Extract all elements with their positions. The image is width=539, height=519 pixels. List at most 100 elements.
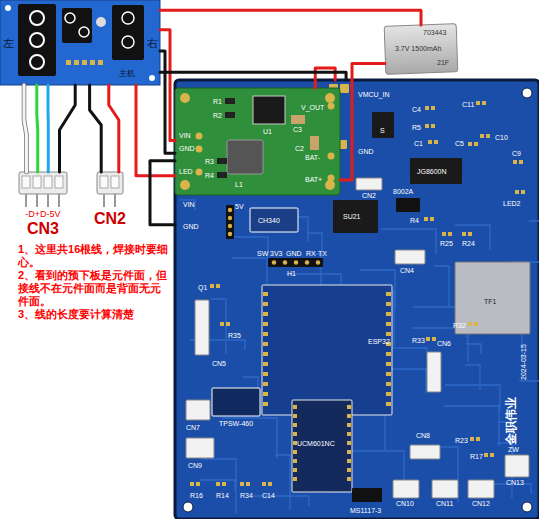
component: [410, 158, 462, 184]
pin: [386, 302, 391, 306]
pad: [240, 482, 244, 486]
board-outline: [0, 0, 160, 85]
connector-slot: [44, 176, 52, 188]
silkscreen-label: R14: [216, 492, 229, 499]
pad: [98, 60, 103, 65]
wire: [160, 72, 346, 80]
wire: [24, 85, 27, 172]
component: [455, 262, 530, 334]
resistor: [217, 158, 227, 164]
pin: [293, 450, 297, 454]
silkscreen-label: 3V3: [270, 250, 282, 257]
pin: [386, 292, 391, 296]
mount-hole: [522, 88, 532, 98]
silkscreen-label: RX: [306, 250, 316, 257]
switch-terminal: [30, 11, 44, 25]
silkscreen-label: C11: [462, 101, 474, 108]
component: [427, 352, 441, 392]
pad: [468, 142, 472, 146]
board-label: 左: [3, 37, 14, 49]
switch-knob: [95, 16, 107, 28]
pad: [513, 160, 517, 164]
pad: [74, 60, 79, 65]
silkscreen-label: SU21: [343, 213, 361, 220]
connector-drawing: [19, 172, 67, 207]
pad-label: VIN: [179, 132, 191, 140]
pad: [442, 232, 446, 236]
pin: [263, 382, 268, 386]
silkscreen-label: CN2: [362, 192, 376, 199]
silkscreen-label: TX: [318, 250, 327, 257]
pad: [482, 101, 486, 105]
pad: [180, 180, 190, 190]
component: [432, 480, 458, 498]
connector-slot: [100, 176, 108, 188]
silkscreen-label: CN6: [437, 340, 451, 347]
connector-slot: [55, 176, 63, 188]
pad: [425, 124, 429, 128]
note: 1、这里共16根线，焊接时要细心。: [18, 243, 170, 269]
connector-pin: [103, 194, 105, 207]
pad: [476, 101, 480, 105]
pin: [347, 459, 351, 463]
component: [356, 178, 382, 190]
pin: [347, 450, 351, 454]
connector-pin: [25, 194, 27, 207]
pad: [226, 322, 230, 326]
pad: [328, 153, 335, 160]
switch-terminal: [65, 13, 75, 23]
charger-module: VINGNDLEDU1L1C2C3R1R2R3R4V_OUTBAT-BAT+: [175, 88, 340, 195]
wire-outline: [24, 85, 27, 172]
header-pin: [283, 260, 287, 264]
pad: [196, 146, 203, 153]
pad: [470, 437, 474, 441]
silkscreen-label: CN11: [436, 500, 453, 507]
pin: [263, 312, 268, 316]
pad: [431, 124, 435, 128]
silkscreen-text: 2024-03-15: [520, 344, 528, 380]
pad: [430, 217, 434, 221]
component: [262, 285, 392, 415]
wire: [160, 30, 175, 141]
pad: [180, 93, 190, 103]
silkscreen-label: H1: [287, 270, 296, 277]
pin: [263, 292, 268, 296]
switch-board-drawing: [0, 0, 160, 85]
header-pin: [228, 232, 232, 236]
pin: [386, 382, 391, 386]
silkscreen-label: C5: [455, 140, 464, 147]
battery: 7034433.7V 1500mAh21F: [385, 25, 457, 73]
silkscreen-label: GND: [286, 250, 302, 257]
pin: [386, 352, 391, 356]
pad-label: LED: [179, 168, 193, 176]
pad: [246, 482, 250, 486]
pad: [216, 284, 220, 288]
component: [396, 198, 420, 212]
note: 3、线的长度要计算清楚: [18, 308, 170, 321]
silkscreen-label: CN8: [416, 432, 430, 439]
component: [292, 400, 352, 492]
silkscreen-label: C1: [414, 140, 423, 147]
pin: [293, 423, 297, 427]
pin: [293, 468, 297, 472]
silkscreen-label: R23: [455, 437, 468, 444]
silkscreen-label: JG8600N: [417, 168, 447, 175]
pad: [462, 232, 466, 236]
pad-label: R1: [213, 98, 222, 106]
pad: [220, 322, 224, 326]
silkscreen-label: R34: [240, 492, 253, 499]
component: [393, 480, 419, 498]
pad: [425, 106, 429, 110]
wire: [109, 85, 119, 172]
charger-module-drawing: [175, 88, 340, 195]
resistor: [217, 172, 227, 178]
pad-label: GND: [179, 145, 195, 153]
pad: [328, 175, 335, 182]
silkscreen-label: C9: [512, 150, 521, 157]
switch-terminal: [122, 36, 134, 48]
pin: [347, 468, 351, 472]
connector-pin: [47, 194, 49, 207]
silkscreen-label: R17: [470, 453, 483, 460]
note-block: 1、这里共16根线，焊接时要细心。2、看到的预下板是元件面，但接线不在元件面而是…: [18, 243, 170, 321]
silkscreen-label: CH340: [258, 217, 280, 224]
